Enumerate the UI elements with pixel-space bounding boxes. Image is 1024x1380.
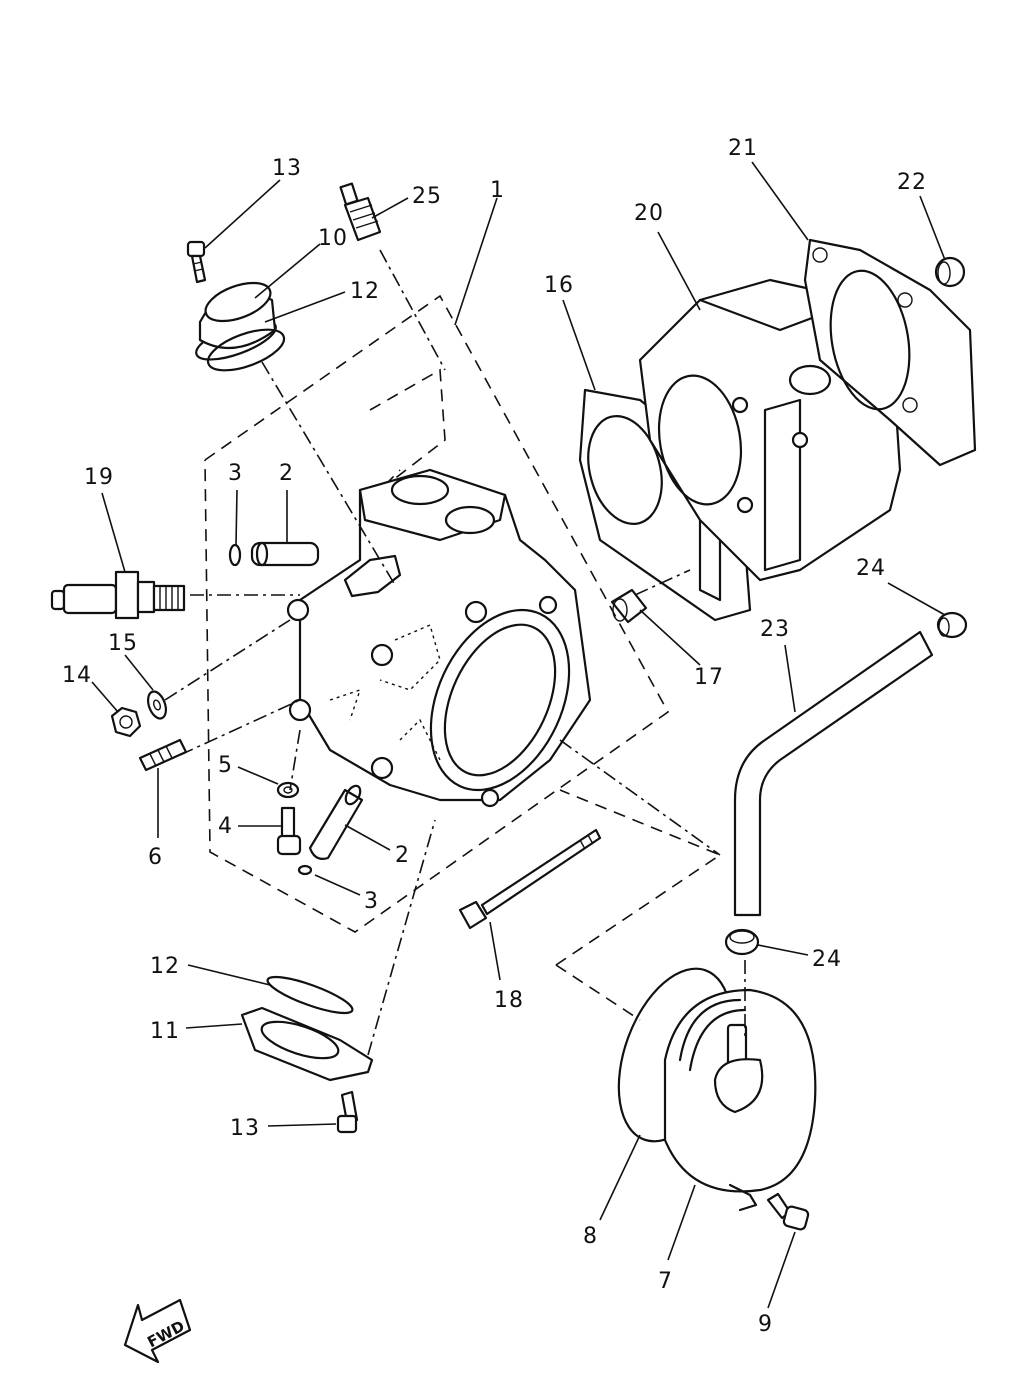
callout-6: 6: [148, 845, 163, 870]
callout-2-upper: 2: [279, 461, 294, 486]
callout-25: 25: [412, 184, 442, 209]
callout-1: 1: [490, 178, 505, 203]
pump-cover: [663, 988, 817, 1212]
callout-labels: 13 25 10 12 1 19 3 2 15 14 6 5 4 2 3 16 …: [62, 136, 927, 1337]
callout-24-upper: 24: [856, 556, 886, 581]
callout-16: 16: [544, 273, 574, 298]
callout-13-lower: 13: [230, 1116, 260, 1141]
o-ring-lower: [297, 864, 313, 876]
o-ring-upper: [228, 543, 242, 567]
callout-9: 9: [758, 1312, 773, 1337]
lower-washer: [276, 781, 300, 799]
washer: [146, 690, 168, 720]
lower-gasket: [266, 975, 354, 1015]
dowel-pin-upper: [250, 541, 320, 567]
long-bolt: [458, 828, 602, 930]
callout-24-lower: 24: [812, 947, 842, 972]
pump-bolt: [766, 1192, 810, 1231]
lower-cover: [240, 1006, 374, 1082]
stud-bolt: [138, 738, 188, 772]
callout-7: 7: [658, 1269, 673, 1294]
cylinder-head: [286, 468, 592, 808]
callout-20: 20: [634, 201, 664, 226]
callout-22: 22: [897, 170, 927, 195]
callout-10: 10: [318, 226, 348, 251]
dowel-24-upper: [936, 611, 968, 639]
callout-8: 8: [583, 1224, 598, 1249]
bolt-top: [186, 240, 207, 284]
callout-3-upper: 3: [228, 461, 243, 486]
callout-2-lower: 2: [395, 843, 410, 868]
dowel-24-lower: [724, 928, 760, 956]
fwd-arrow: FWD: [123, 1298, 192, 1364]
alignment-lines: [164, 249, 746, 1056]
hose: [733, 630, 934, 917]
callout-5: 5: [218, 753, 233, 778]
callout-3-lower: 3: [364, 889, 379, 914]
lower-bolt: [276, 806, 302, 856]
callout-4: 4: [218, 814, 233, 839]
callout-17: 17: [694, 665, 724, 690]
nut: [110, 706, 142, 738]
callout-18: 18: [494, 988, 524, 1013]
callout-21: 21: [728, 136, 758, 161]
callout-15: 15: [108, 631, 138, 656]
callout-19: 19: [84, 465, 114, 490]
callout-23: 23: [760, 617, 790, 642]
callout-11: 11: [150, 1019, 180, 1044]
spark-plug: [50, 570, 186, 620]
dowel-17: [610, 588, 648, 624]
callout-13-top: 13: [272, 156, 302, 181]
callout-12-top: 12: [350, 279, 380, 304]
sensor-part: [339, 182, 382, 242]
callout-12-lower: 12: [150, 954, 180, 979]
head-gasket: [803, 238, 977, 467]
dowel-22: [934, 256, 966, 288]
bolt-bottom: [336, 1090, 359, 1134]
dowel-pin-lower: [308, 784, 364, 860]
callout-14: 14: [62, 663, 92, 688]
thermostat-cover-top: [195, 281, 286, 372]
leader-lines: [91, 161, 946, 1309]
